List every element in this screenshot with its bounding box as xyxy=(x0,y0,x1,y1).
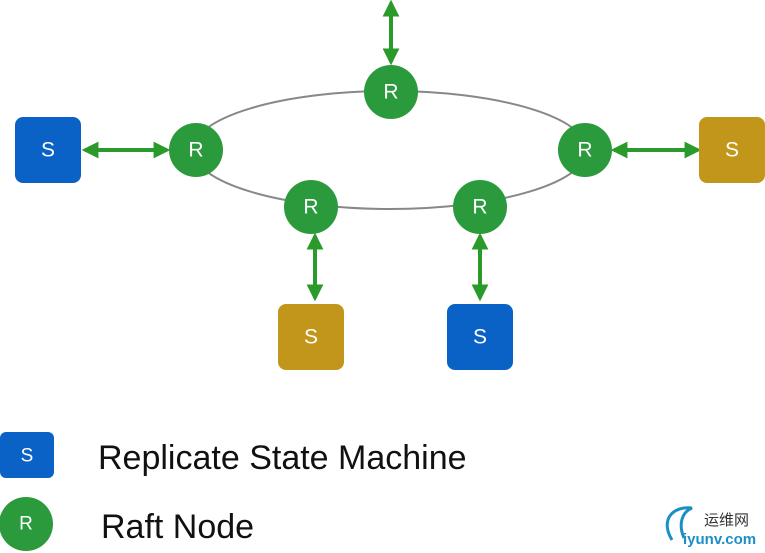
watermark-en: iyunv.com xyxy=(683,531,756,548)
watermark-logo-swoosh xyxy=(665,506,693,541)
raft-node-label: R xyxy=(188,139,203,162)
state-machine-bottom-right: S xyxy=(447,304,513,370)
raft-node-right: R xyxy=(558,123,612,177)
connection-arrows xyxy=(81,0,702,302)
state-machine-right: S xyxy=(699,117,765,183)
raft-node-label: R xyxy=(472,196,487,219)
state-machine-label: S xyxy=(725,139,739,162)
raft-node-left: R xyxy=(169,123,223,177)
legend: S Replicate State Machine R Raft Node xyxy=(0,432,467,551)
watermark: 运维网 iyunv.com xyxy=(665,506,756,548)
state-machine-label: S xyxy=(473,326,487,349)
legend-state-machine-swatch: S xyxy=(0,432,54,478)
watermark-cn: 运维网 xyxy=(704,511,749,529)
raft-node-top: R xyxy=(364,65,418,119)
legend-raft-node-label: Raft Node xyxy=(101,508,254,546)
raft-node-label: R xyxy=(577,139,592,162)
raft-node-label: R xyxy=(303,196,318,219)
legend-swatch-label: R xyxy=(19,514,33,535)
raft-node-bottom-right: R xyxy=(453,180,507,234)
state-machine-label: S xyxy=(304,326,318,349)
state-machine-label: S xyxy=(41,139,55,162)
raft-node-label: R xyxy=(383,81,398,104)
state-machine-bottom-left: S xyxy=(278,304,344,370)
state-machine-left: S xyxy=(15,117,81,183)
legend-raft-node-swatch: R xyxy=(0,497,53,551)
legend-state-machine-label: Replicate State Machine xyxy=(98,439,467,477)
legend-swatch-label: S xyxy=(21,446,34,467)
raft-node-bottom-left: R xyxy=(284,180,338,234)
